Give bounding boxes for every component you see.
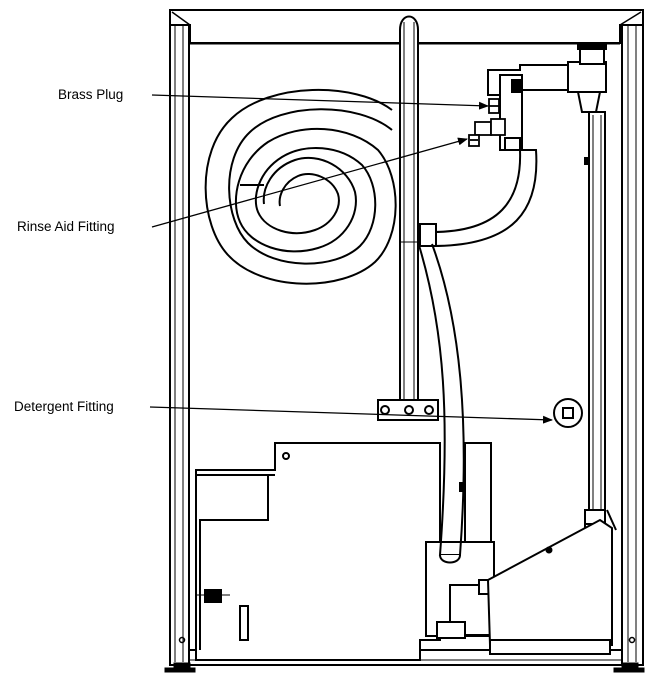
detergent-fitting-label: Detergent Fitting <box>14 399 114 414</box>
callout-arrows <box>149 94 553 424</box>
rinse-fittings <box>468 98 506 147</box>
drain-hose-run <box>417 241 465 564</box>
lower-housings <box>195 442 613 661</box>
rinse-aid-fitting-label: Rinse Aid Fitting <box>17 219 115 234</box>
rinse-aid-arrow <box>151 137 468 228</box>
leveling-feet <box>164 662 645 673</box>
coiled-drain-hose <box>204 89 397 285</box>
brass-plug-arrow <box>151 94 489 110</box>
detergent-fitting-arrow <box>149 406 553 424</box>
detergent-fitting-port <box>553 398 583 428</box>
right-vertical-pipe <box>584 111 617 554</box>
brass-plug-label: Brass Plug <box>58 87 124 102</box>
